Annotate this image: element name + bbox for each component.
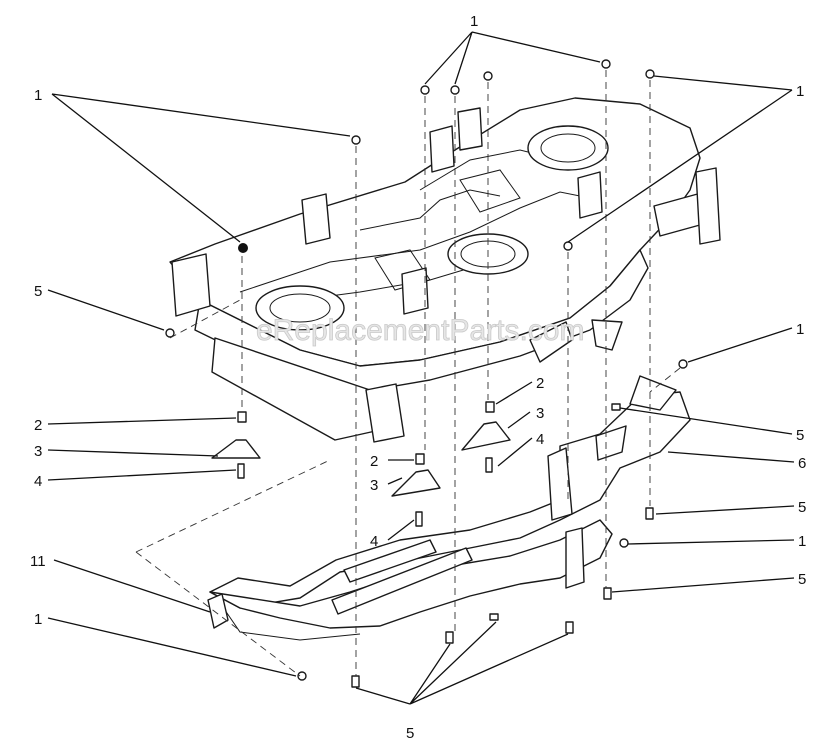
callout-c1-bottom-left: 1 <box>34 611 42 628</box>
callout-c1-top: 1 <box>470 13 478 30</box>
callout-labels: 1 1 1 5 1 2 3 4 2 3 4 5 2 3 6 5 4 1 11 5… <box>30 13 806 742</box>
callout-c1-left: 1 <box>34 87 42 104</box>
callout-c2-mid: 2 <box>370 453 378 470</box>
callout-c5-left: 5 <box>34 283 42 300</box>
hardware-fasteners <box>165 59 688 688</box>
callout-c5-bottom: 5 <box>406 725 414 742</box>
callout-c11-left: 11 <box>30 553 46 570</box>
callout-c4-left: 4 <box>34 473 42 490</box>
callout-c5-lower-right: 5 <box>798 571 806 588</box>
callout-c4-center: 4 <box>536 431 544 448</box>
callout-c1-lower-right: 1 <box>798 533 806 550</box>
baffle-assembly <box>207 375 691 641</box>
assembly-centerlines <box>135 70 681 677</box>
callout-c3-mid: 3 <box>370 477 378 494</box>
callout-c1-right: 1 <box>796 83 804 100</box>
callout-c2-left: 2 <box>34 417 42 434</box>
mower-deck-housing <box>169 97 721 443</box>
callout-c2-center: 2 <box>536 375 544 392</box>
callout-c3-center: 3 <box>536 405 544 422</box>
callout-c3-left: 3 <box>34 443 42 460</box>
callout-c5-right: 5 <box>798 499 806 516</box>
watermark-text: eReplacementParts.com <box>256 314 584 347</box>
callout-c1-mid-right: 1 <box>796 321 804 338</box>
leader-lines <box>47 31 795 705</box>
callout-c6-right: 6 <box>798 455 806 472</box>
callout-c4-mid: 4 <box>370 533 378 550</box>
callout-c5-mid-right: 5 <box>796 427 804 444</box>
